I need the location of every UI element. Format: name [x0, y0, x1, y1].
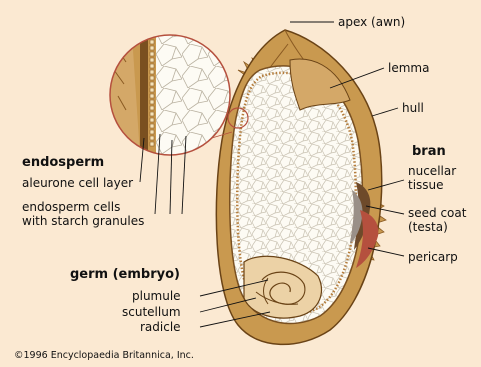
label-endosperm-cells: endosperm cells with starch granules: [22, 200, 144, 228]
label-endosperm: endosperm: [22, 156, 104, 170]
label-bran: bran: [412, 145, 446, 159]
label-radicle: radicle: [140, 320, 181, 334]
copyright-notice: ©1996 Encyclopaedia Britannica, Inc.: [14, 349, 194, 363]
label-scutellum: scutellum: [122, 305, 181, 319]
label-aleurone: aleurone cell layer: [22, 176, 133, 190]
magnified-view: [110, 35, 236, 155]
label-lemma: lemma: [388, 61, 429, 75]
label-plumule: plumule: [132, 289, 181, 303]
label-apex: apex (awn): [338, 15, 405, 29]
label-seed-coat: seed coat (testa): [408, 206, 466, 234]
label-pericarp: pericarp: [408, 250, 458, 264]
label-germ: germ (embryo): [70, 268, 180, 282]
label-hull: hull: [402, 101, 424, 115]
label-nucellar-tissue: nucellar tissue: [408, 164, 456, 192]
